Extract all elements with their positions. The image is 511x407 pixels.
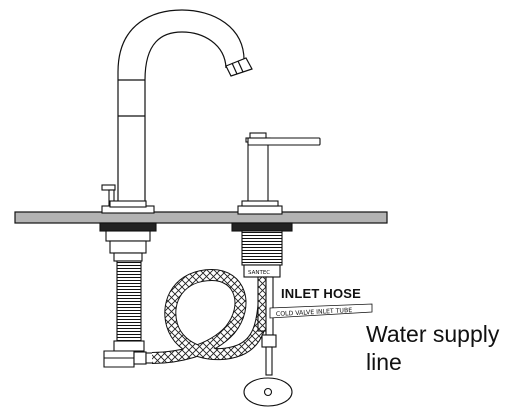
- shutoff-valve: [243, 334, 293, 407]
- spout-conduit: [116, 260, 142, 342]
- valve-shank: [231, 222, 293, 278]
- tube-marking-text: COLD VALVE INLET TUBE: [276, 307, 353, 318]
- valve-tubes: [257, 276, 274, 336]
- inlet-hose-label: INLET HOSE: [281, 286, 362, 301]
- spout: [117, 9, 253, 208]
- countertop: [14, 211, 388, 224]
- water-supply-line-label-line1: Water supply: [366, 321, 500, 347]
- water-supply-line-label: Water supply line: [366, 320, 506, 376]
- brand-marking: SANTEC: [248, 270, 270, 276]
- spout-coupling: [103, 340, 155, 368]
- handle-valve: [237, 132, 321, 215]
- water-supply-line-label-line2: line: [366, 349, 402, 375]
- spout-mount-nut: [99, 222, 157, 262]
- tube-marking: COLD VALVE INLET TUBE: [269, 303, 373, 319]
- spout-base-flange: [101, 200, 155, 214]
- inlet-hose-braid: [151, 269, 269, 363]
